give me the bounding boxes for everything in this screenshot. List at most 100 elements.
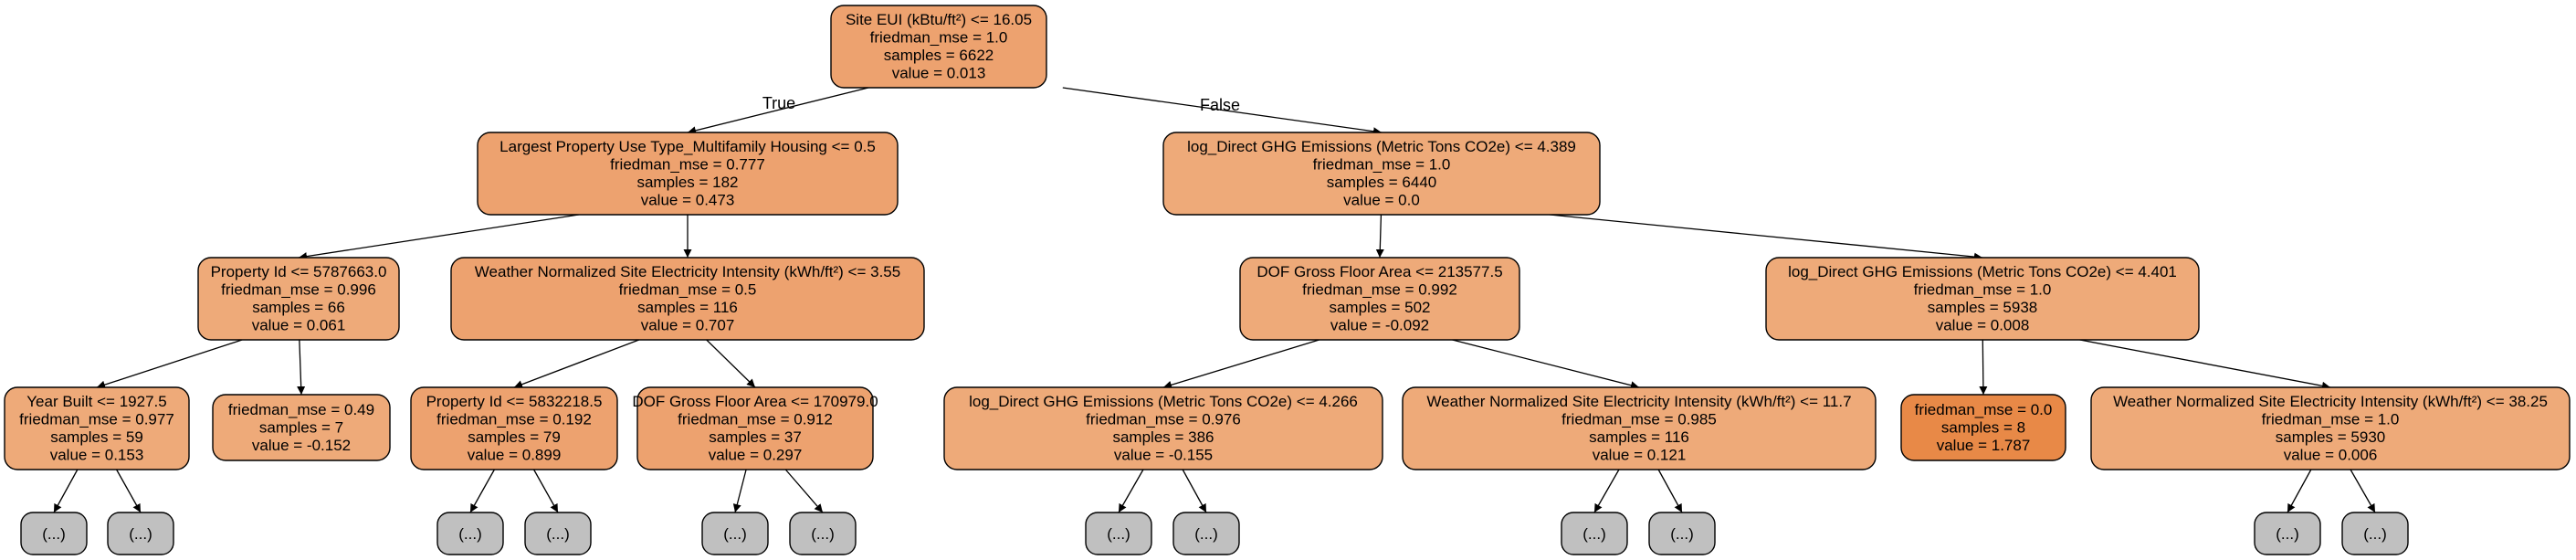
edge-n9-leaf-0 bbox=[469, 469, 495, 513]
truncated-label: (...) bbox=[1670, 525, 1694, 543]
truncated-box bbox=[1648, 512, 1716, 555]
tree-node-n5: DOF Gross Floor Area <= 213577.5friedman… bbox=[1239, 257, 1520, 341]
node-line: friedman_mse = 1.0 bbox=[2262, 411, 2400, 428]
truncated-node: (...) bbox=[1561, 512, 1628, 555]
node-line: value = 0.0 bbox=[1343, 192, 1420, 209]
node-line: value = -0.155 bbox=[1114, 447, 1213, 464]
node-line: friedman_mse = 0.977 bbox=[19, 411, 174, 428]
node-line: value = 1.787 bbox=[1937, 437, 2031, 454]
node-line: friedman_mse = 0.777 bbox=[610, 156, 765, 174]
edge-n4-n9 bbox=[513, 339, 640, 389]
node-line: friedman_mse = 0.912 bbox=[678, 411, 833, 428]
node-line: Property Id <= 5787663.0 bbox=[211, 263, 387, 280]
node-line: friedman_mse = 0.192 bbox=[436, 411, 592, 428]
node-line: value = 0.061 bbox=[252, 317, 346, 334]
node-line: Weather Normalized Site Electricity Inte… bbox=[475, 263, 900, 280]
node-line: friedman_mse = 0.992 bbox=[1302, 281, 1457, 299]
node-line: value = -0.152 bbox=[252, 437, 351, 454]
node-line: samples = 66 bbox=[252, 299, 345, 316]
node-line: samples = 386 bbox=[1112, 428, 1214, 446]
truncated-label: (...) bbox=[546, 525, 570, 543]
truncated-node: (...) bbox=[20, 512, 88, 555]
node-box bbox=[2090, 386, 2571, 470]
edge-n5-n12 bbox=[1452, 339, 1640, 390]
node-line: value = 0.008 bbox=[1936, 317, 2030, 334]
node-line: log_Direct GHG Emissions (Metric Tons CO… bbox=[969, 393, 1358, 410]
node-line: Weather Normalized Site Electricity Inte… bbox=[1426, 393, 1851, 410]
truncated-node: (...) bbox=[1648, 512, 1716, 555]
edge-n3-n7 bbox=[96, 339, 243, 389]
truncated-label: (...) bbox=[723, 525, 747, 543]
node-line: friedman_mse = 1.0 bbox=[870, 29, 1008, 47]
node-box bbox=[1765, 257, 2200, 341]
truncated-box bbox=[20, 512, 88, 555]
edge-n0-n1 bbox=[687, 87, 869, 135]
node-line: value = -0.092 bbox=[1330, 317, 1429, 334]
truncated-node: (...) bbox=[2254, 512, 2321, 555]
edge-label-true: True bbox=[762, 94, 795, 112]
node-line: Year Built <= 1927.5 bbox=[26, 393, 166, 410]
edge-n3-n8 bbox=[297, 339, 306, 396]
node-line: samples = 79 bbox=[468, 428, 561, 446]
truncated-box bbox=[789, 512, 857, 555]
node-box bbox=[1900, 394, 2066, 461]
edge-n10-leaf-0 bbox=[732, 469, 747, 513]
edge-n12-leaf-1 bbox=[1657, 469, 1683, 513]
tree-node-n11: log_Direct GHG Emissions (Metric Tons CO… bbox=[943, 386, 1383, 470]
node-line: friedman_mse = 0.5 bbox=[619, 281, 757, 299]
node-line: samples = 6622 bbox=[884, 47, 994, 64]
node-box bbox=[636, 386, 874, 470]
node-box bbox=[943, 386, 1383, 470]
node-box bbox=[410, 386, 618, 470]
truncated-node: (...) bbox=[436, 512, 504, 555]
truncated-label: (...) bbox=[42, 525, 66, 543]
node-line: friedman_mse = 0.985 bbox=[1561, 411, 1717, 428]
node-box bbox=[477, 132, 899, 216]
truncated-box bbox=[107, 512, 174, 555]
node-line: samples = 116 bbox=[1589, 428, 1689, 446]
node-line: friedman_mse = 1.0 bbox=[1914, 281, 2052, 299]
node-line: value = 0.707 bbox=[641, 317, 735, 334]
node-line: log_Direct GHG Emissions (Metric Tons CO… bbox=[1788, 263, 2177, 280]
edge-n14-leaf-0 bbox=[2287, 469, 2312, 513]
truncated-box bbox=[2341, 512, 2409, 555]
node-line: value = 0.121 bbox=[1593, 447, 1687, 464]
node-line: Site EUI (kBtu/ft²) <= 16.05 bbox=[846, 11, 1032, 28]
edge-label-false: False bbox=[1200, 96, 1240, 114]
node-line: DOF Gross Floor Area <= 170979.0 bbox=[632, 393, 878, 410]
node-line: Largest Property Use Type_Multifamily Ho… bbox=[499, 138, 876, 155]
edge-n7-leaf-0 bbox=[53, 469, 79, 513]
nodes: Site EUI (kBtu/ft²) <= 16.05friedman_mse… bbox=[4, 5, 2571, 555]
node-box bbox=[1239, 257, 1520, 341]
node-line: friedman_mse = 0.49 bbox=[228, 401, 374, 418]
node-line: samples = 182 bbox=[636, 174, 738, 191]
edge-n6-n14 bbox=[2079, 339, 2331, 390]
tree-node-n2: log_Direct GHG Emissions (Metric Tons CO… bbox=[1162, 132, 1601, 216]
node-line: value = 0.153 bbox=[50, 447, 144, 464]
edge-n11-leaf-0 bbox=[1118, 469, 1144, 513]
node-line: friedman_mse = 0.996 bbox=[221, 281, 376, 299]
truncated-box bbox=[2254, 512, 2321, 555]
node-line: Property Id <= 5832218.5 bbox=[426, 393, 603, 410]
truncated-label: (...) bbox=[1582, 525, 1606, 543]
edge-n11-leaf-1 bbox=[1182, 469, 1207, 513]
truncated-box bbox=[524, 512, 592, 555]
node-line: samples = 5938 bbox=[1928, 299, 2038, 316]
truncated-label: (...) bbox=[2276, 525, 2299, 543]
node-line: Weather Normalized Site Electricity Inte… bbox=[2113, 393, 2548, 410]
truncated-node: (...) bbox=[701, 512, 769, 555]
node-line: value = 0.473 bbox=[641, 192, 735, 209]
tree-node-n10: DOF Gross Floor Area <= 170979.0friedman… bbox=[632, 386, 878, 470]
tree-node-n12: Weather Normalized Site Electricity Inte… bbox=[1402, 386, 1877, 470]
node-box bbox=[1162, 132, 1601, 216]
edge-n6-n13 bbox=[1979, 339, 1988, 396]
edge-n5-n11 bbox=[1162, 339, 1320, 389]
node-line: samples = 502 bbox=[1329, 299, 1430, 316]
truncated-node: (...) bbox=[2341, 512, 2409, 555]
node-line: samples = 5930 bbox=[2276, 428, 2386, 446]
